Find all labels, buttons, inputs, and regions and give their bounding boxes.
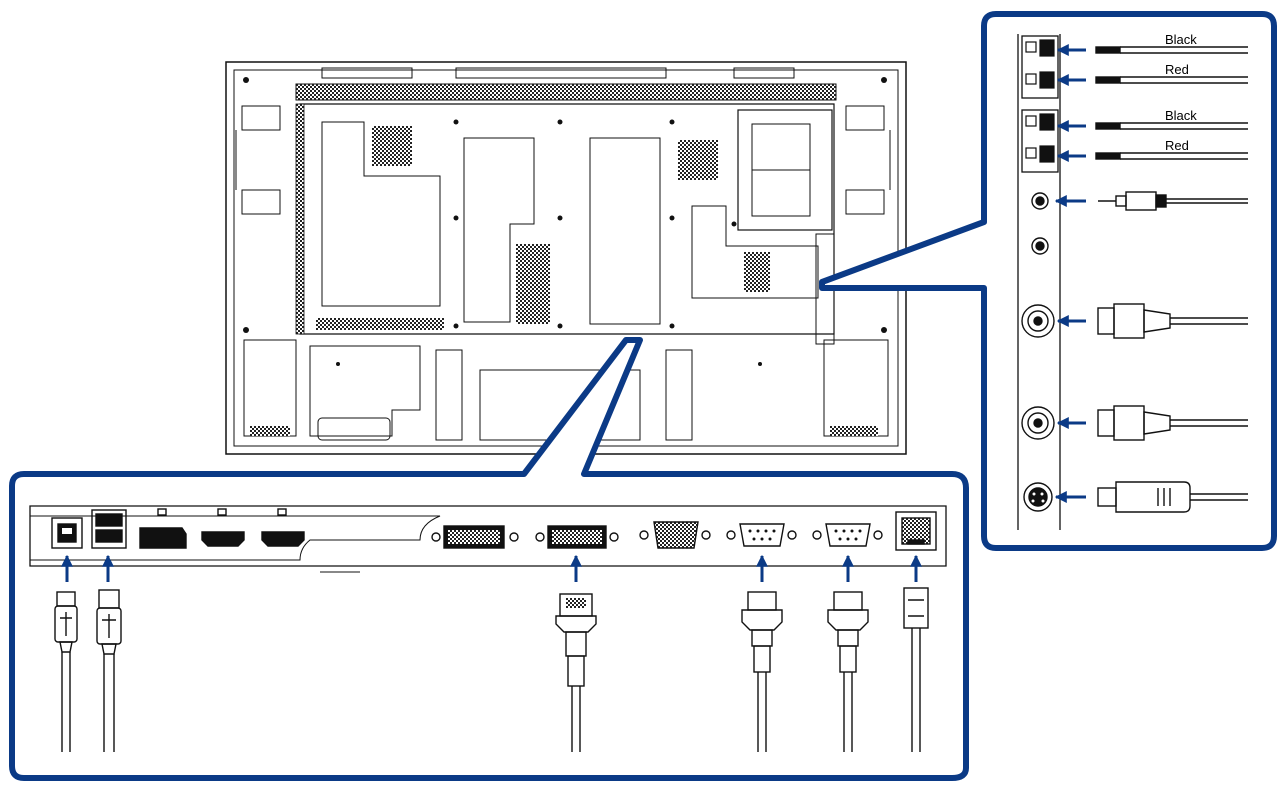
speaker-label-3: Black	[1165, 108, 1197, 123]
speaker-terminal	[1025, 39, 1055, 163]
s-video-port	[1023, 482, 1053, 512]
rs232-port-1	[726, 523, 797, 547]
side-callout-frame	[819, 11, 1277, 551]
usb-b-cable	[54, 591, 78, 752]
bottom-io-panel	[29, 505, 947, 573]
rs232-cable-1	[741, 591, 783, 752]
bottom-callout-frame	[9, 337, 969, 781]
displayport-port	[139, 508, 187, 549]
dvi-port-1	[431, 525, 519, 549]
speaker-label-4: Red	[1165, 138, 1189, 153]
bnc-cable-1	[1097, 303, 1248, 339]
dvi-cable	[555, 593, 597, 752]
vga-port	[639, 521, 711, 549]
bnc-cable-2	[1097, 405, 1248, 441]
rj45-port	[895, 511, 937, 551]
usb-a-cable	[96, 589, 122, 752]
rj45-cable	[903, 587, 929, 752]
audio-jack	[1031, 192, 1049, 255]
rs232-cable-2	[827, 591, 869, 752]
hdmi-port-1	[201, 508, 245, 547]
speaker-wires	[1095, 46, 1248, 160]
rs232-port-2	[812, 523, 883, 547]
speaker-label-1: Black	[1165, 32, 1197, 47]
usb-b-port	[51, 517, 83, 549]
usb-a-port	[91, 509, 127, 549]
dvi-port-2	[535, 525, 619, 549]
side-io-panel	[1017, 34, 1061, 530]
monitor-rear-view	[225, 61, 907, 455]
s-video-cable	[1097, 481, 1248, 513]
bnc-port-1	[1021, 304, 1055, 338]
speaker-label-2: Red	[1165, 62, 1189, 77]
audio-cable	[1098, 191, 1248, 211]
bnc-port-2	[1021, 406, 1055, 440]
hdmi-port-2	[261, 508, 305, 547]
